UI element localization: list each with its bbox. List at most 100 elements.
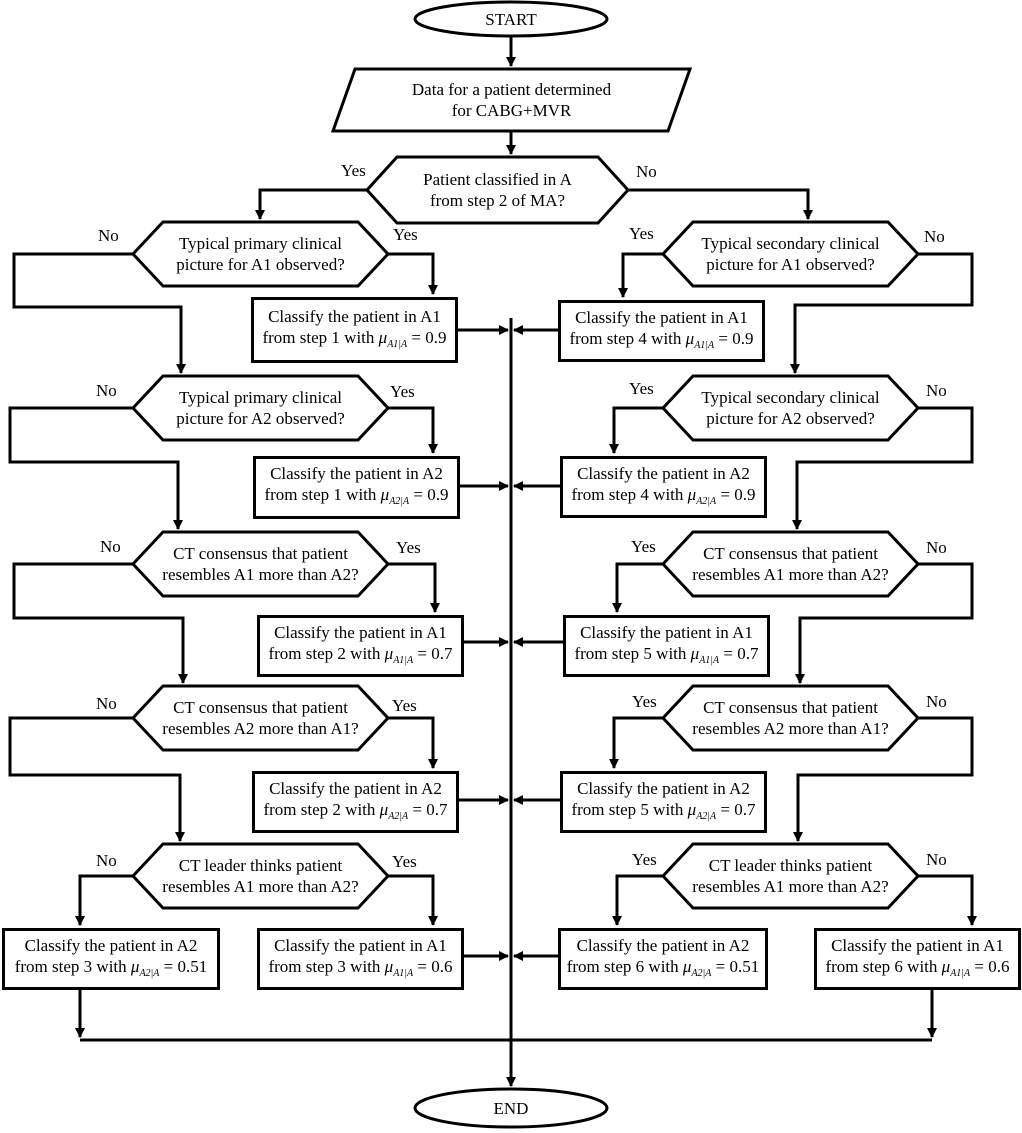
right-decision-3: CT consensus that patient resembles A1 m… xyxy=(682,532,899,596)
outcome-line-1: Classify the patient in A1 xyxy=(831,935,1004,955)
arrow-right-5-yes xyxy=(612,874,663,926)
outcome-line-1: Classify the patient in A2 xyxy=(270,464,443,483)
right-decision-5: CT leader thinks patient resembles A1 mo… xyxy=(682,844,899,908)
question-line-1: CT consensus that patient xyxy=(703,698,878,717)
arrow-right-3-no xyxy=(795,562,974,684)
yes-label-right-1: Yes xyxy=(629,224,654,243)
yes-label-left-5: Yes xyxy=(392,852,417,871)
question-line-2: resembles A2 more than A1? xyxy=(692,719,889,738)
end-label: END xyxy=(493,1098,529,1118)
question-line-2: resembles A1 more than A2? xyxy=(162,877,359,896)
outcome-line-1: Classify the patient in A2 xyxy=(269,778,442,798)
arrow-left-2-yes xyxy=(388,406,438,454)
yes-label-left-2: Yes xyxy=(390,382,415,401)
start-terminal: START xyxy=(415,2,607,36)
no-label-right-2: No xyxy=(926,381,947,400)
arrow-left-5-yes xyxy=(388,874,438,926)
left-decision-3: CT consensus that patient resembles A1 m… xyxy=(152,532,369,596)
end-terminal-shape xyxy=(413,1087,609,1129)
arrow-right-4-no xyxy=(793,716,974,842)
outcome-line-2: from step 4 with μA2|A = 0.9 xyxy=(571,484,756,507)
no-label-left-4: No xyxy=(96,694,117,713)
right-decision-2: Typical secondary clinical picture for A… xyxy=(688,376,893,440)
no-label-root: No xyxy=(636,162,657,181)
yes-label-left-3: Yes xyxy=(396,538,421,557)
outcome-line-2: from step 1 with μA1|A = 0.9 xyxy=(262,327,447,350)
right-decision-1: Typical secondary clinical picture for A… xyxy=(688,222,893,286)
arrow-right-2-no xyxy=(792,406,974,530)
left-outcome-6: Classify the patient in A2 from step 3 w… xyxy=(2,928,220,990)
arrow-left-4-no xyxy=(8,716,185,842)
outcome-line-2: from step 6 with μA1|A = 0.6 xyxy=(825,956,1010,979)
input-line-1: Data for a patient determined xyxy=(411,80,612,99)
no-label-left-5: No xyxy=(96,851,117,870)
question-line-2: picture for A1 observed? xyxy=(706,255,875,274)
outcome-line-1: Classify the patient in A1 xyxy=(274,935,447,955)
yes-label-left-1: Yes xyxy=(393,225,418,244)
outcome-line-2: from step 4 with μA1|A = 0.9 xyxy=(569,328,754,351)
arrow-right-3-yes xyxy=(612,562,663,613)
outcome-line-1: Classify the patient in A2 xyxy=(577,463,750,483)
left-outcome-5: Classify the patient in A1 from step 3 w… xyxy=(257,928,464,990)
question-line-2: resembles A1 more than A2? xyxy=(692,565,889,584)
question-line-1: CT leader thinks patient xyxy=(708,856,873,875)
right-outcome-4: Classify the patient in A2 from step 5 w… xyxy=(560,771,767,833)
left-decision-4: CT consensus that patient resembles A2 m… xyxy=(152,686,369,750)
outcome-line-1: Classify the patient in A2 xyxy=(576,935,750,955)
yes-label-right-2: Yes xyxy=(629,379,654,398)
question-line-2: picture for A1 observed? xyxy=(176,255,345,274)
yes-label-right-5: Yes xyxy=(632,850,657,869)
outcome-line-1: Classify the patient in A2 xyxy=(577,778,750,798)
yes-label-root: Yes xyxy=(341,161,366,180)
arrow-right-2-yes xyxy=(609,406,663,454)
outcome-line-2: from step 5 with μA2|A = 0.7 xyxy=(571,799,756,822)
outcome-line-2: from step 6 with μA2|A = 0.51 xyxy=(566,956,760,979)
right-outcome-2: Classify the patient in A2 from step 4 w… xyxy=(560,456,767,518)
no-label-right-5: No xyxy=(926,850,947,869)
outcome-line-1: Classify the patient in A1 xyxy=(274,622,447,642)
yes-label-left-4: Yes xyxy=(392,696,417,715)
root-question-line-1: Patient classified in A xyxy=(423,170,572,189)
left-outcome-2: Classify the patient in A2 from step 1 w… xyxy=(253,456,460,519)
question-line-1: Typical primary clinical xyxy=(178,234,343,253)
end-terminal: END xyxy=(415,1089,607,1127)
arrow-left-3-no xyxy=(12,562,188,684)
arrow-left-1-yes xyxy=(388,252,438,295)
question-line-2: resembles A1 more than A2? xyxy=(162,565,359,584)
outcome-line-2: from step 2 with μA2|A = 0.7 xyxy=(263,799,448,822)
root-decision: Patient classified in A from step 2 of M… xyxy=(397,158,598,222)
question-line-1: Typical secondary clinical xyxy=(701,388,880,407)
arrow-right-4-yes xyxy=(609,716,663,769)
input-parallelogram-shape xyxy=(330,67,693,133)
question-line-1: CT leader thinks patient xyxy=(178,856,343,875)
outcome-line-2: from step 5 with μA1|A = 0.7 xyxy=(574,643,759,666)
left-decision-2: Typical primary clinical picture for A2 … xyxy=(160,376,361,440)
arrow-left-4-yes xyxy=(388,716,438,769)
left-outcome-1: Classify the patient in A1 from step 1 w… xyxy=(251,297,458,363)
outcome-line-1: Classify the patient in A1 xyxy=(268,306,441,326)
yes-label-right-4: Yes xyxy=(632,692,657,711)
outcome-line-1: Classify the patient in A1 xyxy=(580,622,753,642)
right-outcome-1: Classify the patient in A1 from step 4 w… xyxy=(558,300,765,362)
outcome-line-2: from step 2 with μA1|A = 0.7 xyxy=(268,643,453,666)
question-line-1: CT consensus that patient xyxy=(173,698,348,717)
question-line-2: picture for A2 observed? xyxy=(706,409,875,428)
left-outcome-4: Classify the patient in A2 from step 2 w… xyxy=(252,771,459,833)
outcome-line-1: Classify the patient in A1 xyxy=(575,307,748,327)
outcome-line-2: from step 3 with μA1|A = 0.6 xyxy=(268,956,453,979)
input-data-node: Data for a patient determined for CABG+M… xyxy=(360,70,663,130)
no-label-left-2: No xyxy=(96,381,117,400)
no-label-right-4: No xyxy=(926,692,947,711)
start-label: START xyxy=(485,9,537,29)
arrow-left-3-yes xyxy=(388,562,440,613)
arrow-right-1-yes xyxy=(618,252,663,298)
outcome-line-2: from step 3 with μA2|A = 0.51 xyxy=(14,956,208,979)
input-line-2: for CABG+MVR xyxy=(451,101,572,120)
outcome-line-1: Classify the patient in A2 xyxy=(24,935,198,955)
no-label-left-3: No xyxy=(100,537,121,556)
left-decision-1: Typical primary clinical picture for A1 … xyxy=(160,222,361,286)
arrow-root-yes xyxy=(255,188,367,220)
question-line-2: resembles A1 more than A2? xyxy=(692,877,889,896)
yes-label-right-3: Yes xyxy=(631,537,656,556)
